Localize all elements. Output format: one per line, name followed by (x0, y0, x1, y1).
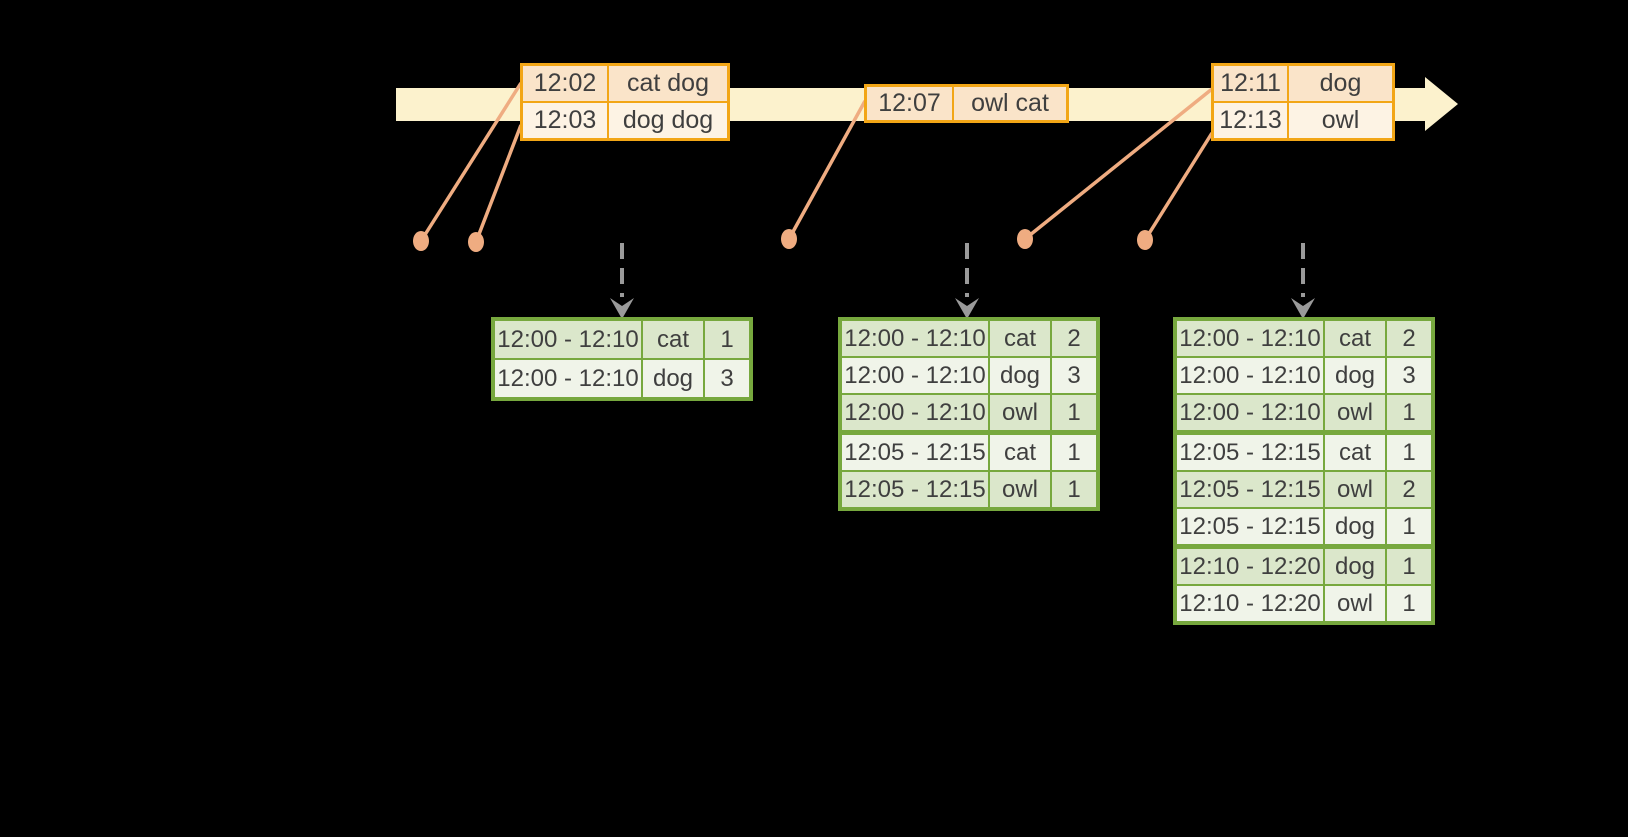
word-cell: cat (643, 321, 703, 358)
event-dot (1137, 230, 1153, 250)
window-range-cell: 12:00 - 12:10 (1177, 395, 1323, 430)
count-cell: 3 (1387, 358, 1431, 393)
window-range-cell: 12:00 - 12:10 (842, 358, 988, 393)
event-dot (468, 232, 484, 252)
event-connector-line (419, 82, 523, 242)
event-time-cell: 12:07 (867, 87, 952, 120)
word-cell: dog (1325, 509, 1385, 544)
window-range-cell: 12:10 - 12:20 (1177, 586, 1323, 621)
event-time-cell: 12:03 (523, 103, 607, 138)
event-dot (781, 229, 797, 249)
word-cell: cat (1325, 321, 1385, 356)
count-cell: 2 (1387, 321, 1431, 356)
event-connector-line (1023, 87, 1214, 241)
count-cell: 1 (1387, 435, 1431, 470)
word-cell: owl (1325, 586, 1385, 621)
event-connector-line (1143, 132, 1214, 241)
window-range-cell: 12:10 - 12:20 (1177, 549, 1323, 584)
window-range-cell: 12:00 - 12:10 (495, 321, 641, 358)
event-time-cell: 12:11 (1214, 66, 1287, 101)
count-cell: 1 (1387, 509, 1431, 544)
event-words-cell: cat dog (609, 66, 727, 101)
event-dot (1017, 229, 1033, 249)
word-cell: dog (643, 360, 703, 397)
count-cell: 1 (1387, 395, 1431, 430)
window-range-cell: 12:05 - 12:15 (842, 435, 988, 470)
window-range-cell: 12:00 - 12:10 (1177, 321, 1323, 356)
timeline-arrow-head (1425, 77, 1458, 131)
word-cell: owl (990, 472, 1050, 507)
event-words-cell: owl cat (954, 87, 1066, 120)
word-cell: cat (990, 435, 1050, 470)
event-words-cell: owl (1289, 103, 1392, 138)
window-range-cell: 12:05 - 12:15 (842, 472, 988, 507)
count-cell: 1 (1387, 586, 1431, 621)
window-range-cell: 12:00 - 12:10 (842, 321, 988, 356)
count-cell: 1 (705, 321, 749, 358)
word-cell: cat (1325, 435, 1385, 470)
word-cell: dog (1325, 549, 1385, 584)
count-cell: 3 (705, 360, 749, 397)
window-range-cell: 12:05 - 12:15 (1177, 509, 1323, 544)
event-words-cell: dog dog (609, 103, 727, 138)
event-connector-line (787, 100, 867, 240)
trigger-arrowhead-icon (1291, 298, 1315, 319)
count-cell: 1 (1052, 395, 1096, 430)
word-cell: owl (1325, 395, 1385, 430)
count-cell: 2 (1387, 472, 1431, 507)
event-time-cell: 12:13 (1214, 103, 1287, 138)
word-cell: owl (1325, 472, 1385, 507)
event-words-cell: dog (1289, 66, 1392, 101)
count-cell: 1 (1052, 472, 1096, 507)
window-range-cell: 12:00 - 12:10 (842, 395, 988, 430)
event-connector-line (474, 124, 523, 243)
count-cell: 2 (1052, 321, 1096, 356)
count-cell: 1 (1387, 549, 1431, 584)
word-cell: owl (990, 395, 1050, 430)
window-range-cell: 12:00 - 12:10 (1177, 358, 1323, 393)
trigger-arrowhead-icon (610, 298, 634, 319)
count-cell: 3 (1052, 358, 1096, 393)
count-cell: 1 (1052, 435, 1096, 470)
word-cell: dog (990, 358, 1050, 393)
window-range-cell: 12:05 - 12:15 (1177, 435, 1323, 470)
window-range-cell: 12:05 - 12:15 (1177, 472, 1323, 507)
word-cell: dog (1325, 358, 1385, 393)
window-range-cell: 12:00 - 12:10 (495, 360, 641, 397)
word-cell: cat (990, 321, 1050, 356)
trigger-arrowhead-icon (955, 298, 979, 319)
event-time-cell: 12:02 (523, 66, 607, 101)
event-dot (413, 231, 429, 251)
